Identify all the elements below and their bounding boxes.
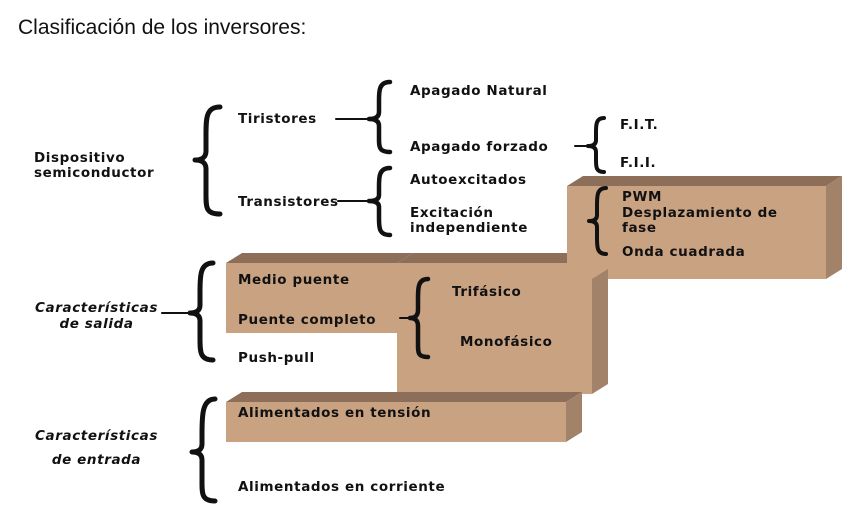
thyristor-brace — [366, 79, 393, 155]
semiconductor-label-line1: Dispositivo — [34, 150, 126, 166]
phases-brace — [407, 276, 431, 360]
input-characteristics-line1: Características — [35, 428, 158, 444]
phase-shift-line1: Desplazamiento de — [622, 205, 778, 221]
modulation-box-top — [567, 176, 842, 186]
voltage-fed-label: Alimentados en tensión — [238, 405, 432, 421]
self-excited-label: Autoexcitados — [410, 172, 527, 188]
page-title: Clasificación de los inversores: — [18, 16, 307, 39]
half-bridge-label: Medio puente — [238, 272, 350, 288]
output-topology-box-front — [226, 263, 397, 333]
fii-label: F.I.I. — [620, 155, 657, 171]
output-characteristics-line1: Características — [35, 300, 158, 316]
phases-box — [397, 253, 608, 394]
square-wave-label: Onda cuadrada — [622, 244, 746, 260]
transistor-brace — [366, 165, 393, 238]
input-tension-box-front — [226, 402, 566, 442]
full-bridge-label: Puente completo — [238, 312, 377, 328]
input-tension-box-top — [226, 392, 582, 402]
semiconductor-label-line2: semiconductor — [34, 165, 155, 181]
input-tension-box — [226, 392, 582, 442]
push-pull-label: Push-pull — [238, 350, 315, 366]
transistors-label: Transistores — [238, 194, 339, 210]
independent-excitation-line1: Excitación — [410, 205, 494, 221]
output-topology-box — [226, 253, 413, 333]
modulation-brace — [587, 186, 608, 256]
phases-box-side — [592, 269, 608, 394]
forced-turnoff-label: Apagado forzado — [410, 139, 549, 155]
input-tension-box-side — [566, 392, 582, 442]
natural-turnoff-label: Apagado Natural — [410, 83, 548, 99]
fit-label: F.I.T. — [620, 117, 659, 133]
output-characteristics-line2: de salida — [59, 316, 134, 332]
modulation-box — [567, 176, 842, 279]
semiconductor-brace — [192, 104, 223, 217]
phases-box-top — [397, 253, 567, 263]
output-topology-box-top — [226, 253, 413, 263]
output-brace — [187, 260, 216, 363]
current-fed-label: Alimentados en corriente — [238, 479, 446, 495]
input-brace — [189, 396, 218, 504]
thyristors-label: Tiristores — [238, 111, 317, 127]
modulation-box-front — [567, 186, 826, 279]
three-phase-label: Trifásico — [452, 284, 522, 300]
single-phase-label: Monofásico — [460, 334, 553, 350]
input-characteristics-line2: de entrada — [51, 452, 142, 468]
phase-shift-line2: fase — [622, 220, 657, 236]
phases-box-front — [397, 263, 592, 394]
modulation-box-side — [826, 176, 842, 279]
forced-turnoff-brace — [586, 116, 606, 174]
independent-excitation-line2: independiente — [410, 220, 528, 236]
pwm-label: PWM — [622, 189, 663, 205]
